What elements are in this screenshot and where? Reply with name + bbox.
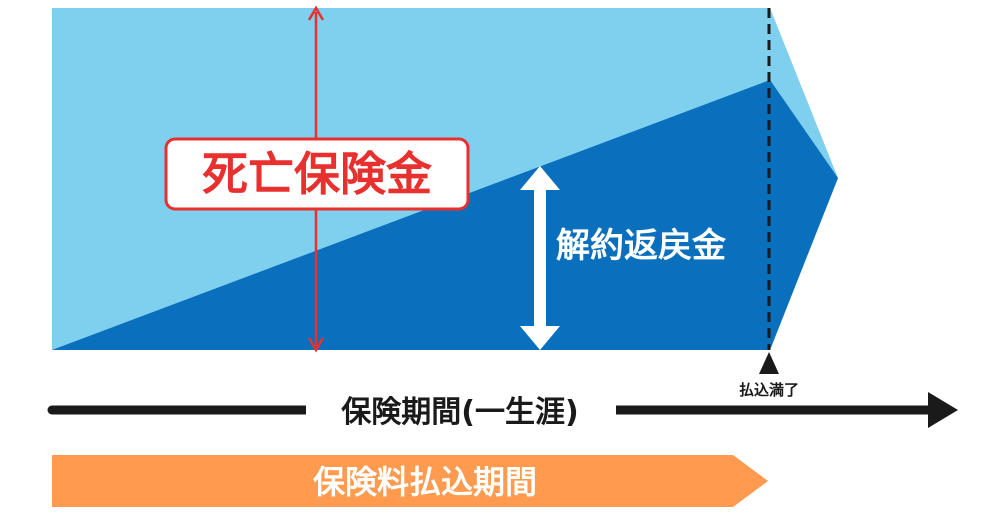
surrender-value-arrow bbox=[520, 166, 560, 350]
premium-payment-period-label: 保険料払込期間 bbox=[313, 463, 537, 501]
coverage-period-timeline: 保険期間(一生涯) bbox=[47, 388, 958, 432]
coverage-period-label: 保険期間(一生涯) bbox=[341, 395, 578, 430]
payment-complete-label: 払込満了 bbox=[739, 381, 799, 399]
death-benefit-label-box: 死亡保険金 bbox=[164, 137, 470, 211]
premium-payment-period-bar: 保険料払込期間 bbox=[52, 455, 768, 507]
surrender-value-area bbox=[52, 80, 838, 350]
death-benefit-label: 死亡保険金 bbox=[202, 147, 433, 201]
surrender-value-label: 解約返戻金 bbox=[556, 226, 727, 266]
payment-complete-marker-triangle bbox=[759, 352, 779, 374]
